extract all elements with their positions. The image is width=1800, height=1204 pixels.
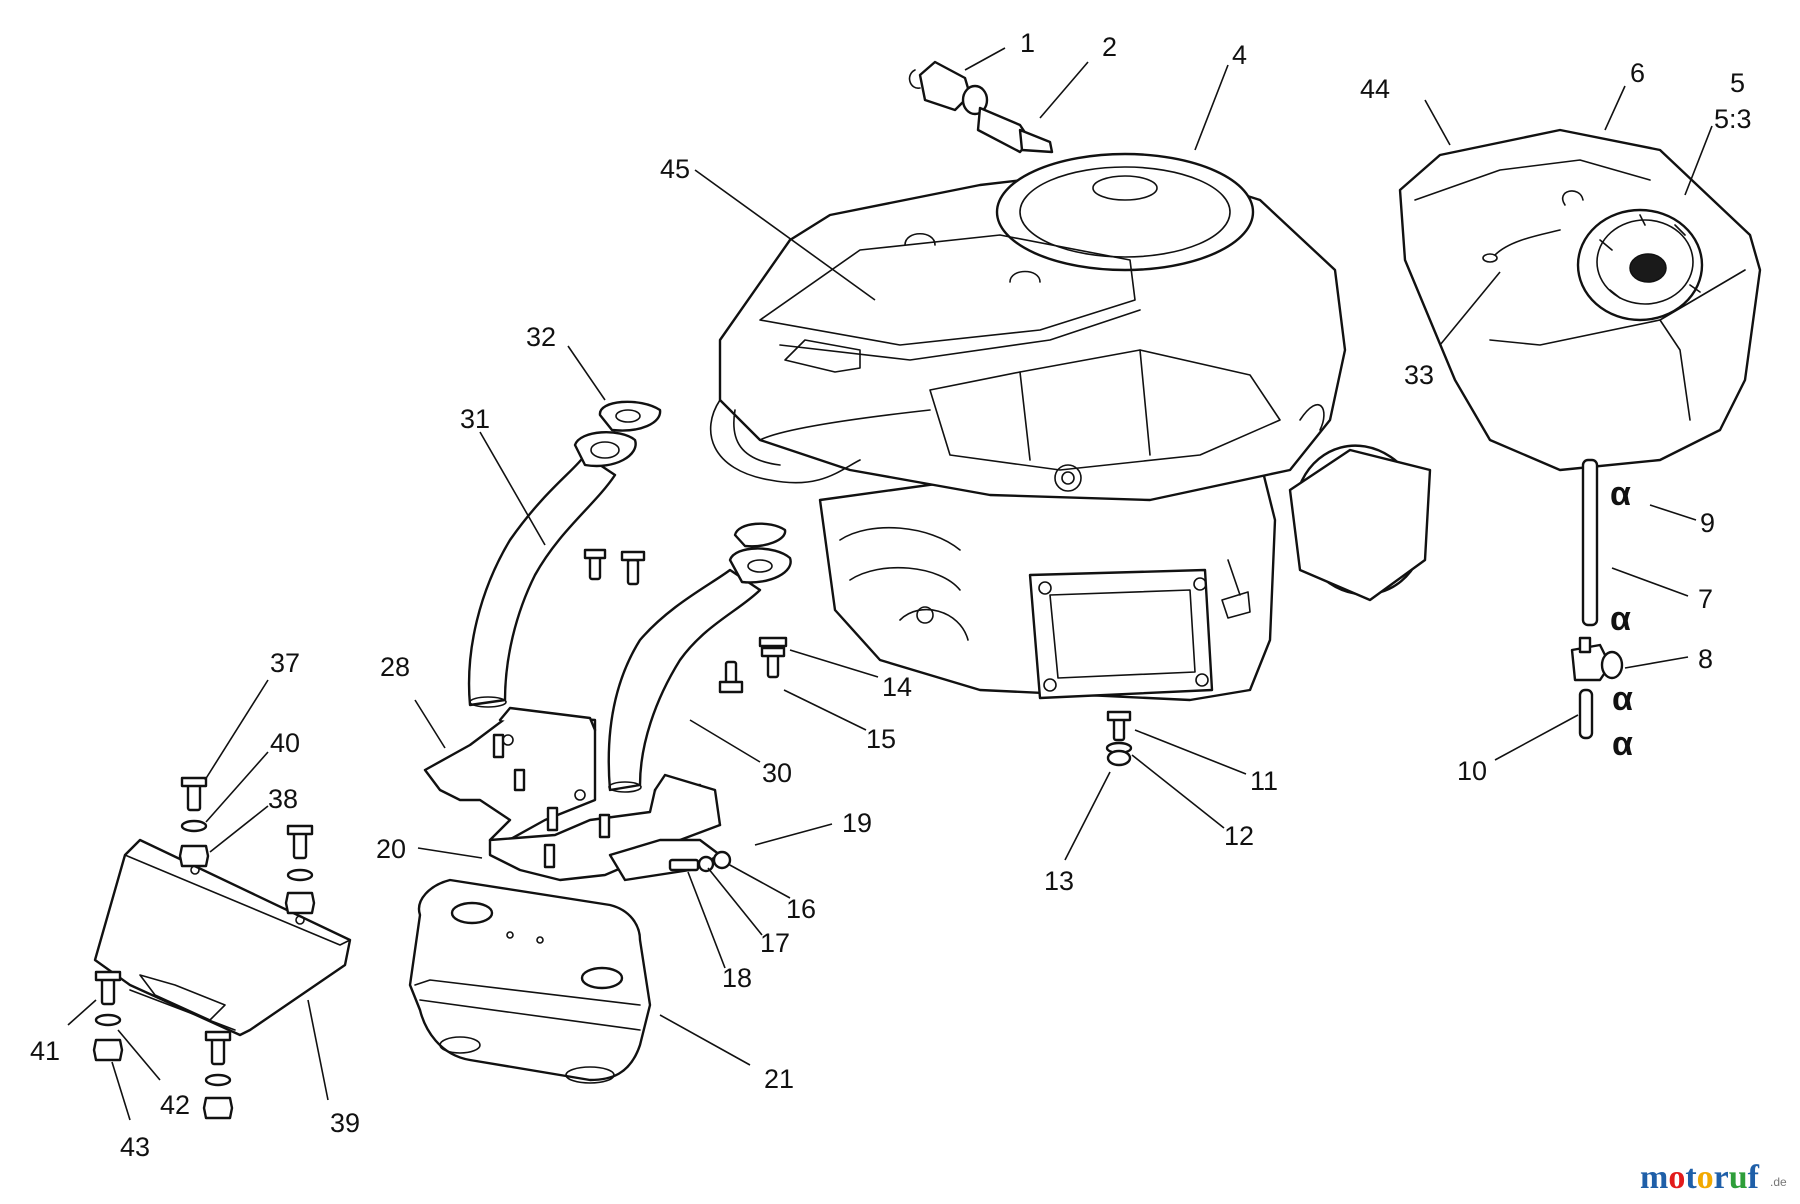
callout-labels: 1 2 4 5 5:3 6 7 8 9 10 11 12 13 14 15 16…	[30, 28, 1752, 1162]
callout-14: 14	[882, 672, 912, 702]
fuel-fitting	[908, 60, 1054, 154]
callout-44: 44	[1360, 74, 1390, 104]
heat-shield	[93, 838, 352, 1037]
callout-41: 41	[30, 1036, 60, 1066]
watermark-letter: u	[1729, 1159, 1748, 1196]
watermark-letter: r	[1714, 1159, 1729, 1196]
watermark-letter: o	[1697, 1159, 1714, 1196]
exhaust-gasket-top	[598, 400, 662, 432]
valve-cover	[1028, 568, 1214, 700]
watermark-logo: motoruf .de	[1640, 1159, 1787, 1196]
callout-4: 4	[1232, 40, 1247, 70]
leader-lines	[67, 47, 1713, 1121]
callout-7: 7	[1698, 584, 1713, 614]
callout-5: 5	[1730, 68, 1745, 98]
callout-30: 30	[762, 758, 792, 788]
callout-11: 11	[1250, 766, 1278, 796]
callout-16: 16	[786, 894, 816, 924]
exhaust-pipe-left	[467, 431, 637, 708]
callout-12: 12	[1224, 821, 1254, 851]
watermark-letter: m	[1640, 1159, 1668, 1196]
callout-33: 33	[1404, 360, 1434, 390]
callout-2: 2	[1102, 32, 1117, 62]
heat-shield-hardware	[92, 776, 316, 1120]
hose-clamp-icon: α	[1610, 475, 1631, 513]
fuel-cap	[1576, 208, 1704, 322]
callout-28: 28	[380, 652, 410, 682]
watermark-suffix: .de	[1770, 1175, 1787, 1189]
callout-21: 21	[764, 1064, 794, 1094]
callout-19: 19	[842, 808, 872, 838]
callout-13: 13	[1044, 866, 1074, 896]
muffler	[408, 878, 652, 1084]
callout-43: 43	[120, 1132, 150, 1162]
engine	[709, 152, 1432, 702]
hose-clamp-icon: α	[1610, 600, 1631, 638]
callout-6: 6	[1630, 58, 1645, 88]
fuel-line: α α α α	[1570, 458, 1633, 763]
callout-1: 1	[1020, 28, 1035, 58]
oil-filter	[1288, 444, 1432, 602]
muffler-bracket-right	[488, 773, 732, 882]
flywheel-screen	[995, 152, 1255, 272]
callout-9: 9	[1700, 508, 1715, 538]
small-bolts	[583, 548, 1133, 767]
callout-15: 15	[866, 724, 896, 754]
watermark-letter: o	[1668, 1159, 1685, 1196]
callout-37: 37	[270, 648, 300, 678]
fuel-valve	[1570, 636, 1624, 682]
callout-32: 32	[526, 322, 556, 352]
callout-8: 8	[1698, 644, 1713, 674]
callout-18: 18	[722, 963, 752, 993]
callout-10: 10	[1457, 756, 1487, 786]
svg-text:motoruf: motoruf	[1640, 1159, 1760, 1196]
fuel-tank	[1398, 128, 1762, 476]
callout-38: 38	[268, 784, 298, 814]
callout-17: 17	[760, 928, 790, 958]
callout-42: 42	[160, 1090, 190, 1120]
callout-45: 45	[660, 154, 690, 184]
callout-31: 31	[460, 404, 490, 434]
callout-5-3: 5:3	[1714, 104, 1752, 134]
callout-20: 20	[376, 834, 406, 864]
watermark-letter: t	[1685, 1159, 1697, 1196]
hose-clamp-icon: α	[1612, 680, 1633, 718]
callout-39: 39	[330, 1108, 360, 1138]
watermark-letter: f	[1748, 1159, 1760, 1196]
exhaust-pipe-right	[607, 522, 792, 793]
muffler-bracket-left	[423, 706, 597, 847]
hose-clamp-icon: α	[1612, 725, 1633, 763]
callout-40: 40	[270, 728, 300, 758]
